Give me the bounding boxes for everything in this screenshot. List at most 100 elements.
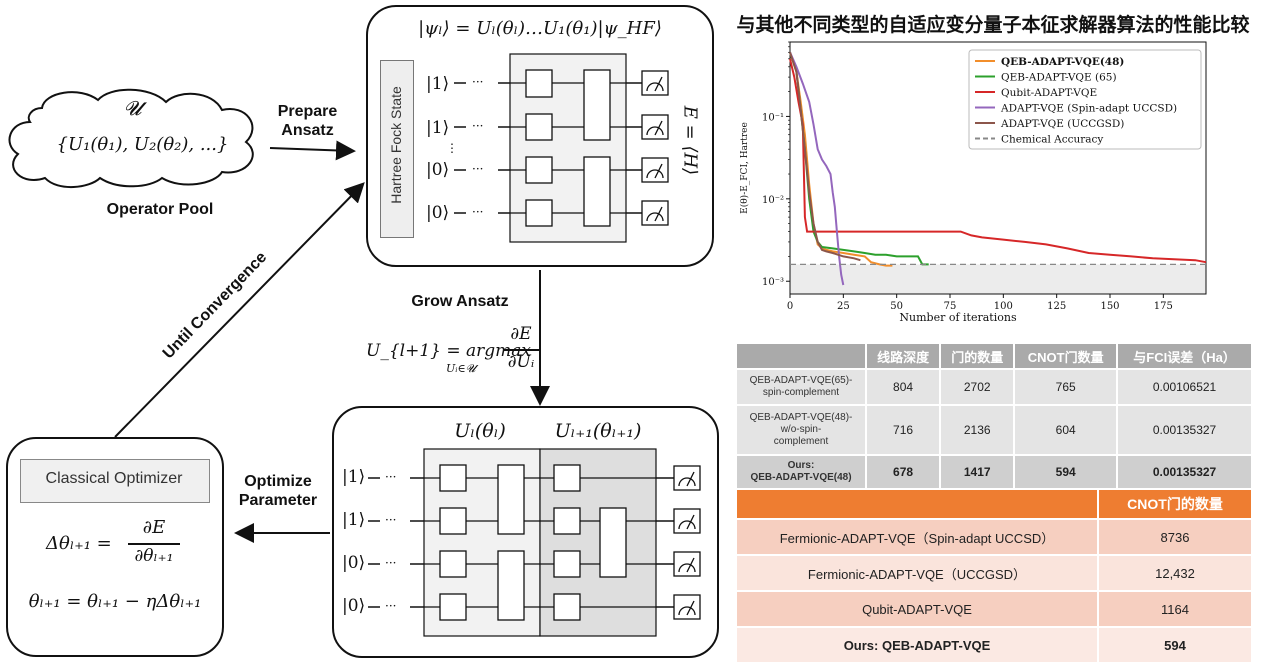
x-tick-label: 50	[890, 301, 903, 312]
x-tick-label: 100	[994, 301, 1013, 312]
svg-text:···: ···	[472, 119, 483, 133]
row-name: QEB-ADAPT-VQE(65)- spin-complement	[737, 370, 865, 404]
cell-depth: 804	[867, 370, 940, 404]
grow-ansatz-label: Grow Ansatz	[411, 293, 509, 310]
table-row: QEB-ADAPT-VQE(65)- spin-complement 804 2…	[737, 370, 1251, 404]
u-l-label: Uₗ(θₗ)	[454, 420, 506, 442]
pool-set: {U₁(θ₁), U₂(θ₂), ...}	[56, 134, 229, 155]
optimizer-title: Classical Optimizer	[45, 470, 183, 487]
cell-cnot: 594	[1099, 628, 1251, 662]
grow-equation-sub: Uᵢ∈𝓤	[446, 362, 476, 375]
x-tick-label: 75	[944, 301, 957, 312]
table-row: Fermionic-ADAPT-VQE（Spin-adapt UCCSD） 87…	[737, 520, 1251, 554]
svg-text:···: ···	[385, 513, 396, 527]
table1-header-corner	[737, 344, 865, 368]
x-tick-label: 175	[1154, 301, 1173, 312]
cell-gates: 1417	[941, 456, 1014, 488]
optimize-circuit: ············ ⋮	[368, 448, 701, 637]
chart-title: 与其他不同类型的自适应变分量子本征求解器算法的性能比较	[736, 15, 1250, 36]
y-tick-label: 10⁻³	[762, 277, 784, 288]
optimizer-fraction-bar	[128, 543, 180, 545]
x-tick-label: 125	[1047, 301, 1066, 312]
row-name: Qubit-ADAPT-VQE	[737, 592, 1097, 626]
ket-4: |0⟩	[426, 203, 450, 223]
energy-label: E = ⟨H⟩	[679, 105, 701, 176]
cell-gates: 2136	[941, 406, 1014, 454]
grow-fraction-bar	[503, 349, 539, 351]
cell-cnot: 604	[1015, 406, 1117, 454]
table-row: Fermionic-ADAPT-VQE（UCCGSD） 12,432	[737, 556, 1251, 590]
optimize-parameter-label: Optimize Parameter	[238, 473, 318, 509]
operator-pool-label: Operator Pool	[106, 201, 214, 218]
ansatz-equation: |ψₗ⟩ = Uₗ(θₗ)…U₁(θ₁)|ψ_HF⟩	[418, 18, 662, 39]
cell-cnot: 1164	[1099, 592, 1251, 626]
table-row-ours: Ours: QEB-ADAPT-VQE(48) 678 1417 594 0.0…	[737, 456, 1251, 488]
cell-depth: 716	[867, 406, 940, 454]
legend-entry: ADAPT-VQE (UCCGSD)	[1000, 118, 1124, 130]
svg-text:···: ···	[385, 470, 396, 484]
svg-text:···: ···	[385, 599, 396, 613]
optimizer-eq1-den: ∂θₗ₊₁	[134, 546, 174, 566]
cell-depth: 678	[867, 456, 940, 488]
ansatz-circuit: ··· ··· ··· ··· ⋮	[450, 53, 669, 243]
row-name: Ours: QEB-ADAPT-VQE(48)	[737, 456, 865, 488]
series-line-4	[789, 51, 845, 286]
svg-text:···: ···	[472, 75, 483, 89]
chemical-accuracy-band	[790, 264, 1206, 294]
cell-cnot: 594	[1015, 456, 1117, 488]
legend-entry: QEB-ADAPT-VQE (65)	[1001, 72, 1117, 84]
comparison-table: 线路深度 门的数量 CNOT门数量 与FCI误差（Ha） QEB-ADAPT-V…	[735, 342, 1253, 490]
table-row-ours: Ours: QEB-ADAPT-VQE 594	[737, 628, 1251, 662]
x-tick-label: 25	[837, 301, 850, 312]
optimizer-eq2: θₗ₊₁ = θₗ₊₁ − ηΔθₗ₊₁	[28, 591, 202, 612]
convergence-chart: 0 25 50 75 100 125 150 175 10⁻¹ 10⁻² 10⁻³ Number of…	[739, 41, 1207, 324]
flow-arrows	[114, 140, 550, 543]
cell-cnot: 765	[1015, 370, 1117, 404]
legend-box	[968, 49, 1202, 150]
hartree-fock-box	[380, 60, 414, 238]
optimizer-title-box	[20, 459, 210, 503]
table-row: QEB-ADAPT-VQE(48)- w/o-spin- complement …	[737, 406, 1251, 454]
grow-equation-den: ∂Uᵢ	[507, 352, 535, 372]
row-name: Ours: QEB-ADAPT-VQE	[737, 628, 1097, 662]
opt-ket-2: |1⟩	[342, 510, 366, 530]
table1-header-error: 与FCI误差（Ha）	[1118, 344, 1251, 368]
ket-2: |1⟩	[426, 118, 450, 138]
cnot-table: CNOT门的数量 Fermionic-ADAPT-VQE（Spin-adapt …	[735, 488, 1253, 664]
x-tick-label: 0	[787, 301, 793, 312]
opt-ket-3: |0⟩	[342, 553, 366, 573]
legend-entry: ADAPT-VQE (Spin-adapt UCCSD)	[1000, 103, 1177, 115]
table1-header-row: 线路深度 门的数量 CNOT门数量 与FCI误差（Ha）	[737, 344, 1251, 368]
ket-3: |0⟩	[426, 160, 450, 180]
table2-header-corner	[737, 490, 1097, 518]
x-tick-label: 150	[1100, 301, 1119, 312]
cell-cnot: 8736	[1099, 520, 1251, 554]
row-name: Fermionic-ADAPT-VQE（UCCGSD）	[737, 556, 1097, 590]
grow-equation-num: ∂E	[510, 324, 532, 344]
hartree-fock-label: Hartree Fock State	[388, 86, 404, 204]
cell-cnot: 12,432	[1099, 556, 1251, 590]
series-line-5	[789, 51, 861, 262]
legend-entry: Qubit-ADAPT-VQE	[1001, 87, 1097, 99]
x-axis-label: Number of iterations	[899, 311, 1017, 324]
y-axis-label: E(θ)-E_FCI, Hartree	[739, 122, 750, 214]
optimizer-eq1-lhs: Δθₗ₊₁ =	[46, 533, 112, 554]
legend-entry: QEB-ADAPT-VQE(48)	[1001, 56, 1124, 68]
plot-frame	[789, 41, 1207, 295]
svg-text:⋮: ⋮	[450, 141, 458, 155]
svg-text:···: ···	[472, 205, 483, 219]
ket-1: |1⟩	[426, 74, 450, 94]
y-tick-label: 10⁻²	[762, 195, 784, 206]
y-tick-label: 10⁻¹	[762, 112, 784, 123]
table1-header-gates: 门的数量	[941, 344, 1014, 368]
opt-ket-1: |1⟩	[342, 467, 366, 487]
table1-header-cnot: CNOT门数量	[1015, 344, 1117, 368]
table2-header-row: CNOT门的数量	[737, 490, 1251, 518]
row-name: Fermionic-ADAPT-VQE（Spin-adapt UCCSD）	[737, 520, 1097, 554]
table-row: Qubit-ADAPT-VQE 1164	[737, 592, 1251, 626]
cell-error: 0.00135327	[1118, 456, 1251, 488]
cell-gates: 2702	[941, 370, 1014, 404]
opt-ket-4: |0⟩	[342, 596, 366, 616]
svg-text:···: ···	[472, 162, 483, 176]
grow-equation-lhs: U_{l+1} = argmax	[366, 341, 531, 361]
